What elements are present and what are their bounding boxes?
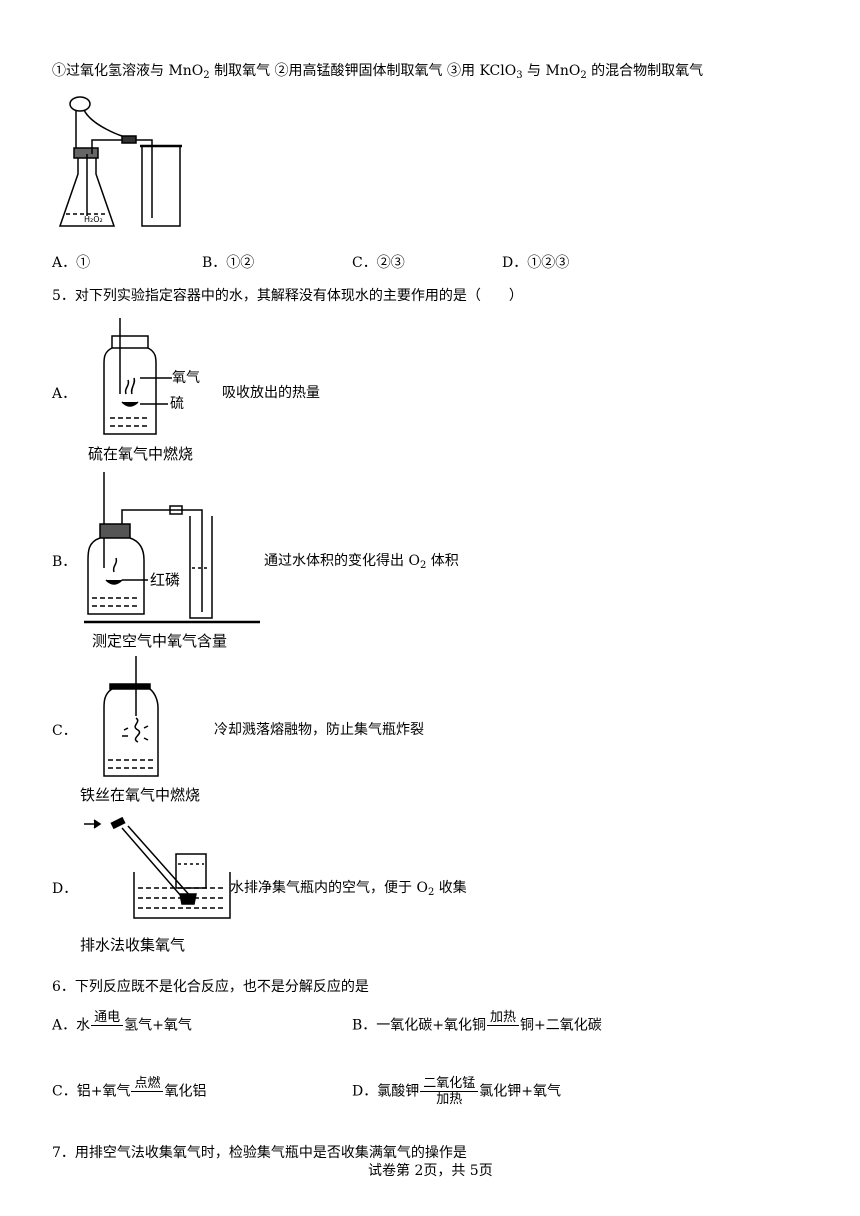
choice-d-text: ①②③ bbox=[527, 255, 570, 271]
q6-d-left: 氯酸钾 bbox=[377, 1083, 420, 1100]
choice-d-label: D． bbox=[502, 255, 528, 271]
q4-choice-c[interactable]: C．②③ bbox=[352, 252, 405, 272]
q5-c-explain: 冷却溅落熔融物，防止集气瓶炸裂 bbox=[214, 722, 424, 738]
q4-choice-a[interactable]: A．① bbox=[52, 252, 90, 272]
choice-b-text: ①② bbox=[226, 255, 255, 271]
q6-d-right: 氯化钾+氧气 bbox=[479, 1083, 561, 1100]
q6-d-cond-bottom: 加热 bbox=[436, 1092, 463, 1107]
q5-c-figure bbox=[103, 656, 159, 777]
fig-b-phosphorus: 红磷 bbox=[150, 571, 180, 589]
q7-stem: 7．用排空气法收集氧气时，检验集气瓶中是否收集满氧气的操作是 bbox=[52, 1145, 467, 1161]
q6-c-condition: 点燃 bbox=[131, 1076, 164, 1107]
q5-c-label[interactable]: C． bbox=[52, 723, 77, 739]
q4-choice-d[interactable]: D．①②③ bbox=[502, 252, 569, 272]
q6-b-label: B． bbox=[352, 1017, 377, 1034]
q5-c-caption: 铁丝在氧气中燃烧 bbox=[80, 786, 201, 804]
q5-d-explain-1: 水排净集气瓶内的空气，便于 O bbox=[230, 880, 428, 896]
q6-c-label: C． bbox=[52, 1083, 77, 1100]
sub-2: 2 bbox=[203, 70, 210, 81]
sub-3: 3 bbox=[516, 70, 523, 81]
q6-b-right: 铜+二氧化碳 bbox=[520, 1017, 602, 1034]
h2o2-label: H₂O₂ bbox=[84, 215, 103, 224]
q6-choice-b[interactable]: B．一氧化碳+氧化铜加热 铜+二氧化碳 bbox=[352, 1010, 602, 1041]
q5-d-sub: 2 bbox=[427, 887, 435, 898]
choice-c-text: ②③ bbox=[376, 255, 405, 271]
q5-b-sub: 2 bbox=[419, 560, 427, 571]
q5-a-caption: 硫在氧气中燃烧 bbox=[88, 445, 194, 463]
choice-c-label: C． bbox=[352, 255, 377, 271]
q5-d-label[interactable]: D． bbox=[52, 881, 78, 897]
q4-apparatus-figure: H₂O₂ bbox=[58, 96, 182, 227]
q6-b-condition: 加热 bbox=[487, 1010, 520, 1041]
q6-b-cond-top: 加热 bbox=[490, 1010, 517, 1025]
q4-text-4: 的混合物制取氧气 bbox=[586, 63, 704, 79]
q5-a-label[interactable]: A． bbox=[52, 386, 77, 402]
q6-c-left: 铝+氧气 bbox=[76, 1083, 131, 1100]
q4-options-line: ①过氧化氢溶液与 MnO2 制取氧气 ②用高锰酸钾固体制取氧气 ③用 KClO3… bbox=[52, 60, 703, 81]
q6-a-cond-top: 通电 bbox=[94, 1010, 121, 1025]
q6-stem: 6．下列反应既不是化合反应，也不是分解反应的是 bbox=[52, 979, 369, 995]
q5-b-explain: 通过水体积的变化得出 O2 体积 bbox=[264, 550, 459, 571]
page-footer: 试卷第 2页，共 5页 bbox=[368, 1163, 493, 1179]
q5-stem: 5．对下列实验指定容器中的水，其解释没有体现水的主要作用的是（ ） bbox=[52, 288, 523, 304]
q6-d-label: D． bbox=[352, 1083, 378, 1100]
q6-c-right: 氧化铝 bbox=[164, 1083, 207, 1100]
q5-b-label[interactable]: B． bbox=[52, 554, 77, 570]
choice-a-label: A． bbox=[52, 255, 77, 271]
q6-choice-c[interactable]: C．铝+氧气点燃 氧化铝 bbox=[52, 1076, 206, 1107]
q5-a-explain: 吸收放出的热量 bbox=[222, 385, 320, 401]
q4-text-1: ①过氧化氢溶液与 MnO bbox=[52, 63, 204, 79]
sub-2b: 2 bbox=[580, 70, 587, 81]
q4-choice-b[interactable]: B．①② bbox=[202, 252, 254, 272]
q6-a-condition: 通电 bbox=[91, 1010, 124, 1041]
q4-text-2: 制取氧气 ②用高锰酸钾固体制取氧气 ③用 KClO bbox=[209, 63, 517, 79]
q5-b-caption: 测定空气中氧气含量 bbox=[92, 632, 228, 650]
q5-d-figure bbox=[84, 816, 231, 919]
q5-d-explain-2: 收集 bbox=[434, 880, 467, 896]
q6-c-cond-top: 点燃 bbox=[134, 1076, 161, 1091]
q6-a-left: 水 bbox=[76, 1017, 91, 1034]
fig-a-sulfur: 硫 bbox=[170, 396, 184, 412]
choice-b-label: B． bbox=[202, 255, 227, 271]
q4-text-3: 与 MnO bbox=[522, 63, 581, 79]
q5-b-explain-2: 体积 bbox=[426, 553, 459, 569]
choice-a-text: ① bbox=[76, 255, 91, 271]
q5-b-explain-1: 通过水体积的变化得出 O bbox=[264, 553, 420, 569]
q6-b-left: 一氧化碳+氧化铜 bbox=[376, 1017, 487, 1034]
q5-a-figure: 氧气 硫 bbox=[103, 318, 200, 435]
fig-a-oxygen: 氧气 bbox=[172, 370, 200, 386]
q5-b-figure: 红磷 bbox=[84, 472, 260, 624]
q5-d-caption: 排水法收集氧气 bbox=[80, 936, 186, 954]
q6-a-right: 氢气+氧气 bbox=[124, 1017, 192, 1034]
q6-choice-d[interactable]: D．氯酸钾二氧化锰加热氯化钾+氧气 bbox=[352, 1076, 561, 1107]
q6-d-condition: 二氧化锰加热 bbox=[420, 1076, 479, 1107]
q6-a-label: A． bbox=[52, 1017, 77, 1034]
q5-d-explain: 水排净集气瓶内的空气，便于 O2 收集 bbox=[230, 877, 467, 898]
q6-d-cond-top: 二氧化锰 bbox=[423, 1076, 476, 1091]
q6-choice-a[interactable]: A．水通电 氢气+氧气 bbox=[52, 1010, 192, 1041]
